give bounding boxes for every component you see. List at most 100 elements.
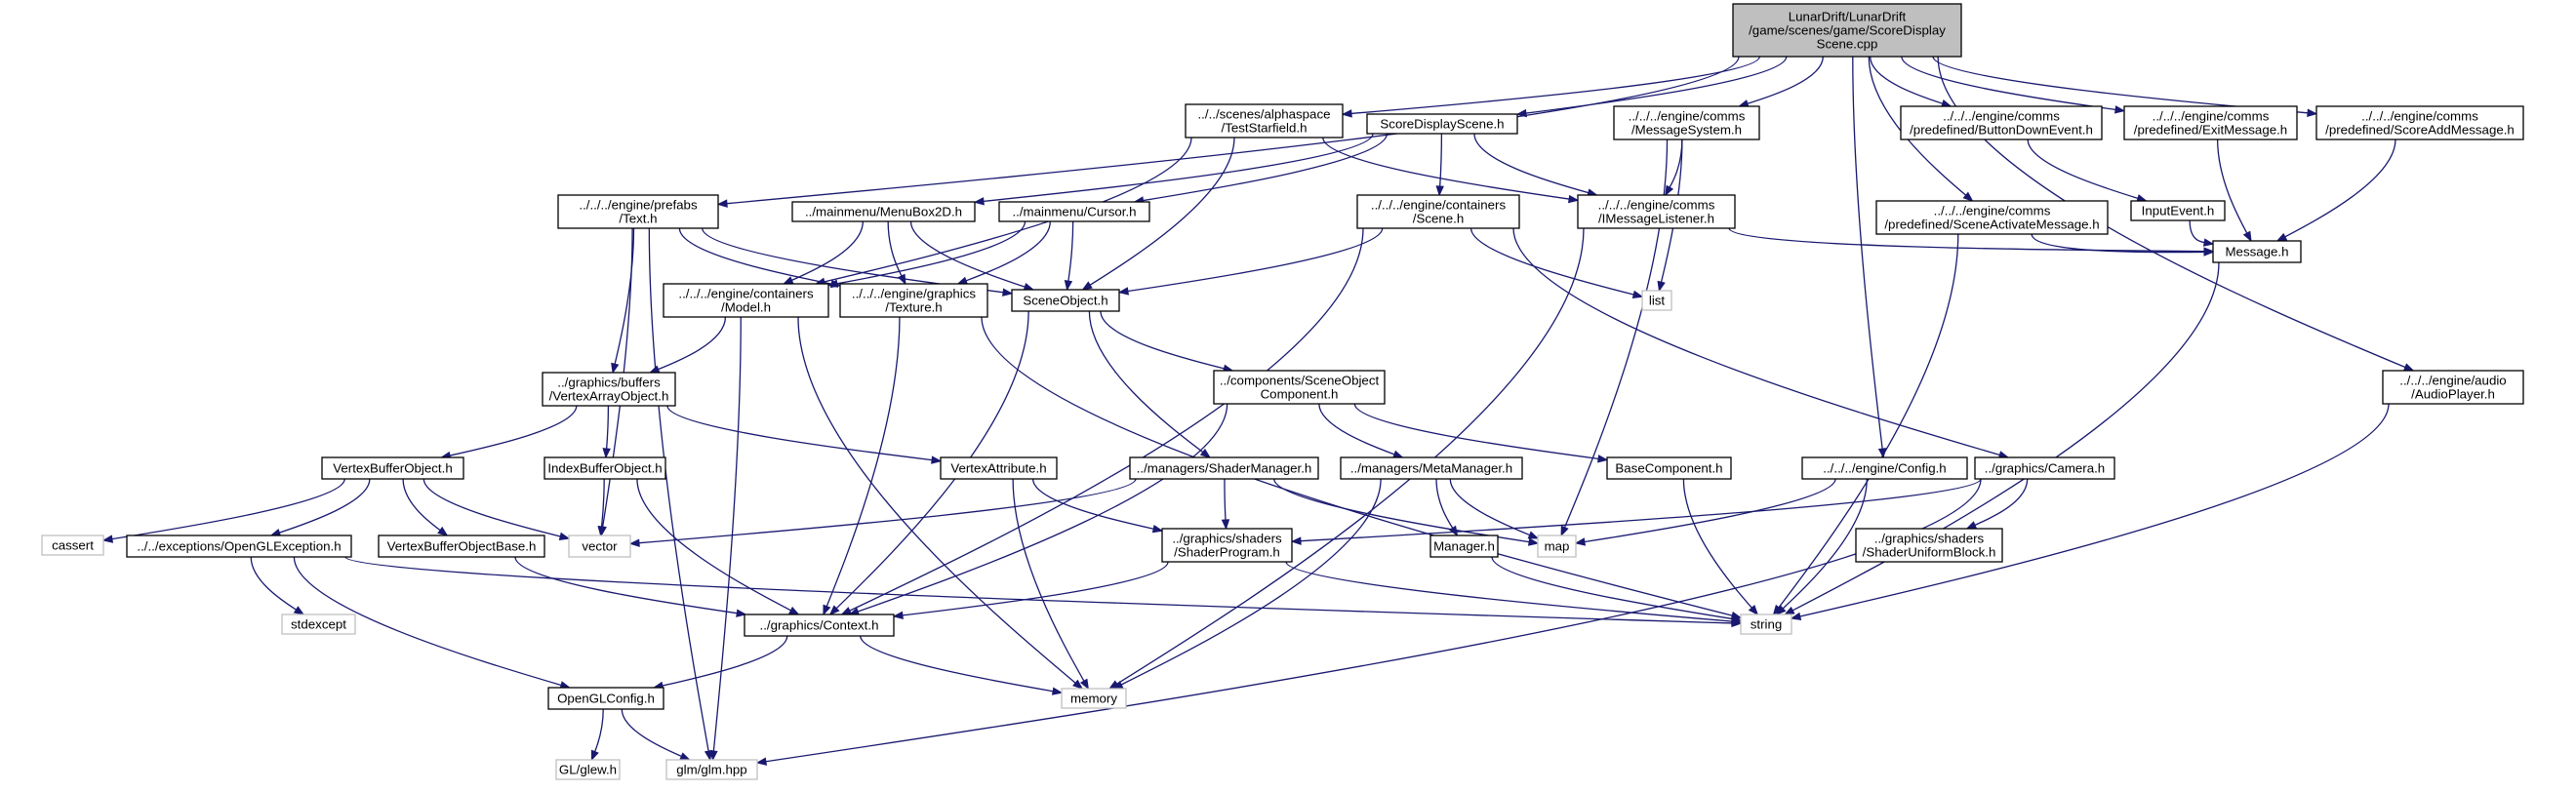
node-label: ScoreDisplayScene.h — [1380, 117, 1504, 132]
graph-node-basecomponent-h[interactable]: BaseComponent.h — [1606, 456, 1732, 480]
graph-node-imessagelistener-h[interactable]: ../../../engine/comms/IMessageListener.h — [1577, 194, 1736, 229]
graph-node-model-h[interactable]: ../../../engine/containers/Model.h — [663, 283, 829, 318]
node-box — [1340, 456, 1523, 480]
graph-node-inputevent-h[interactable]: InputEvent.h — [2130, 200, 2226, 221]
node-label: ../../../engine/containers — [678, 287, 814, 301]
dependency-edge — [1031, 478, 1164, 534]
graph-node-texture-h[interactable]: ../../../engine/graphics/Texture.h — [839, 283, 988, 318]
graph-node-root[interactable]: LunarDrift/LunarDrift/game/scenes/game/S… — [1732, 3, 1962, 58]
edge-line — [1782, 478, 1868, 610]
arrowhead — [1221, 519, 1230, 531]
arrowhead — [1574, 537, 1587, 546]
node-box — [126, 535, 352, 558]
graph-node-openglexception-h[interactable]: ../../exceptions/OpenGLException.h — [126, 535, 352, 558]
graph-node-vertexattribute-h[interactable]: VertexAttribute.h — [940, 456, 1058, 480]
arrowhead — [2203, 248, 2215, 257]
node-label: /predefined/ButtonDownEvent.h — [1910, 123, 2093, 138]
node-box — [542, 372, 676, 407]
edge-line — [2284, 139, 2396, 238]
graph-node-menubox2d-h[interactable]: ../mainmenu/MenuBox2D.h — [791, 201, 976, 222]
node-label: list — [1649, 294, 1666, 308]
graph-node-manager-h[interactable]: Manager.h — [1429, 535, 1499, 558]
graph-node-glew-h: GL/glew.h — [555, 759, 621, 780]
arrowhead — [1079, 678, 1090, 691]
edge-line — [1273, 478, 1530, 543]
node-label: VertexAttribute.h — [950, 461, 1046, 476]
graph-node-exitmessage-h[interactable]: ../../../engine/comms/predefined/ExitMes… — [2123, 105, 2298, 140]
graph-node-sceneactivatemessage-h[interactable]: ../../../engine/comms/predefined/SceneAc… — [1875, 200, 2109, 235]
graph-node-shaderuniformblock-h[interactable]: ../graphics/shaders/ShaderUniformBlock.h — [1855, 528, 2003, 563]
dependency-edge — [716, 56, 1740, 208]
dependency-edge — [2275, 139, 2396, 242]
graph-node-buttondownevent-h[interactable]: ../../../engine/comms/predefined/ButtonD… — [1900, 105, 2103, 140]
node-label: cassert — [52, 538, 94, 553]
graph-node-config-h[interactable]: ../../../engine/Config.h — [1801, 456, 1968, 480]
dependency-edge — [344, 556, 1743, 628]
graph-node-memory: memory — [1061, 688, 1127, 709]
arrowhead — [1392, 450, 1404, 458]
node-box — [663, 283, 829, 318]
node-label: ../graphics/shaders — [1874, 532, 1985, 546]
arrowhead — [736, 609, 747, 617]
dependency-edge — [293, 556, 572, 690]
dependency-edge — [1435, 133, 1444, 197]
edge-line — [1747, 56, 1824, 104]
node-label: /VertexArrayObject.h — [549, 389, 669, 404]
arrowhead — [1597, 455, 1609, 463]
graph-node-metamanager-h[interactable]: ../managers/MetaManager.h — [1340, 456, 1523, 480]
graph-node-indexbufferobject-h[interactable]: IndexBufferObject.h — [543, 456, 666, 480]
edge-line — [1353, 403, 1599, 460]
graph-node-vertexarrayobject-h[interactable]: ../graphics/buffers/VertexArrayObject.h — [542, 372, 676, 407]
edge-line — [614, 227, 635, 365]
graph-node-messagesystem-h[interactable]: ../../../engine/comms/MessageSystem.h — [1613, 105, 1760, 140]
graph-node-audioplayer-h[interactable]: ../../../engine/audio/AudioPlayer.h — [2382, 370, 2524, 405]
graph-node-shaderprogram-h[interactable]: ../graphics/shaders/ShaderProgram.h — [1161, 528, 1293, 563]
graph-node-vertexbufferobject-h[interactable]: VertexBufferObject.h — [321, 456, 464, 480]
node-box — [1429, 535, 1499, 558]
edge-line — [648, 227, 709, 752]
node-label: Manager.h — [1433, 539, 1495, 554]
arrowhead — [597, 526, 606, 537]
node-label: /predefined/SceneActivateMessage.h — [1884, 218, 2099, 232]
edge-line — [1285, 561, 1733, 622]
graph-node-teststarfield-h[interactable]: ../../scenes/alphaspace/TestStarfield.h — [1185, 103, 1344, 139]
dependency-edge — [602, 405, 611, 459]
arrowhead — [1730, 614, 1743, 623]
arrowhead — [1341, 109, 1352, 118]
graph-node-camera-h[interactable]: ../graphics/Camera.h — [1974, 456, 2115, 480]
arrowhead — [1567, 194, 1580, 204]
arrowhead — [1435, 185, 1444, 197]
node-label: Scene.cpp — [1817, 37, 1878, 52]
dependency-edge — [1515, 56, 1788, 118]
edge-line — [658, 316, 727, 371]
graph-node-message-h[interactable]: Message.h — [2212, 240, 2302, 263]
graph-node-scene-h[interactable]: ../../../engine/containers/Scene.h — [1356, 194, 1520, 229]
edge-line — [849, 227, 1364, 612]
dependency-edge — [1473, 133, 1598, 197]
graph-node-scoredisplayscene-h[interactable]: ScoreDisplayScene.h — [1366, 113, 1518, 135]
graph-node-cursor-h[interactable]: ../mainmenu/Cursor.h — [998, 201, 1150, 222]
edge-line — [1449, 478, 1530, 536]
graph-node-text-h[interactable]: ../../../engine/prefabs/Text.h — [557, 194, 719, 229]
edge-line — [1318, 403, 1395, 455]
edge-line — [1473, 133, 1590, 194]
dependency-edge — [1081, 137, 1235, 291]
arrowhead — [602, 448, 611, 459]
graph-node-openglconfig-h[interactable]: OpenGLConfig.h — [547, 687, 664, 710]
edge-line — [1089, 137, 1235, 286]
node-box — [1577, 194, 1736, 229]
dependency-edge — [1901, 56, 2126, 114]
arrowhead — [2114, 105, 2126, 114]
graph-node-vertexbufferobjectbase-h[interactable]: VertexBufferObjectBase.h — [378, 535, 545, 558]
graph-node-context-h[interactable]: ../graphics/Context.h — [744, 614, 895, 637]
graph-node-sceneobject-h[interactable]: SceneObject.h — [1011, 289, 1120, 312]
node-box — [2315, 105, 2524, 140]
dependency-edge — [860, 635, 1064, 695]
graph-node-shadermanager-h[interactable]: ../managers/ShaderManager.h — [1129, 456, 1319, 480]
dependency-edge — [1965, 478, 2029, 530]
graph-node-scoreaddmessage-h[interactable]: ../../../engine/comms/predefined/ScoreAd… — [2315, 105, 2524, 140]
edge-line — [702, 227, 1004, 294]
node-box — [1801, 456, 1968, 480]
arrowhead — [709, 750, 718, 762]
